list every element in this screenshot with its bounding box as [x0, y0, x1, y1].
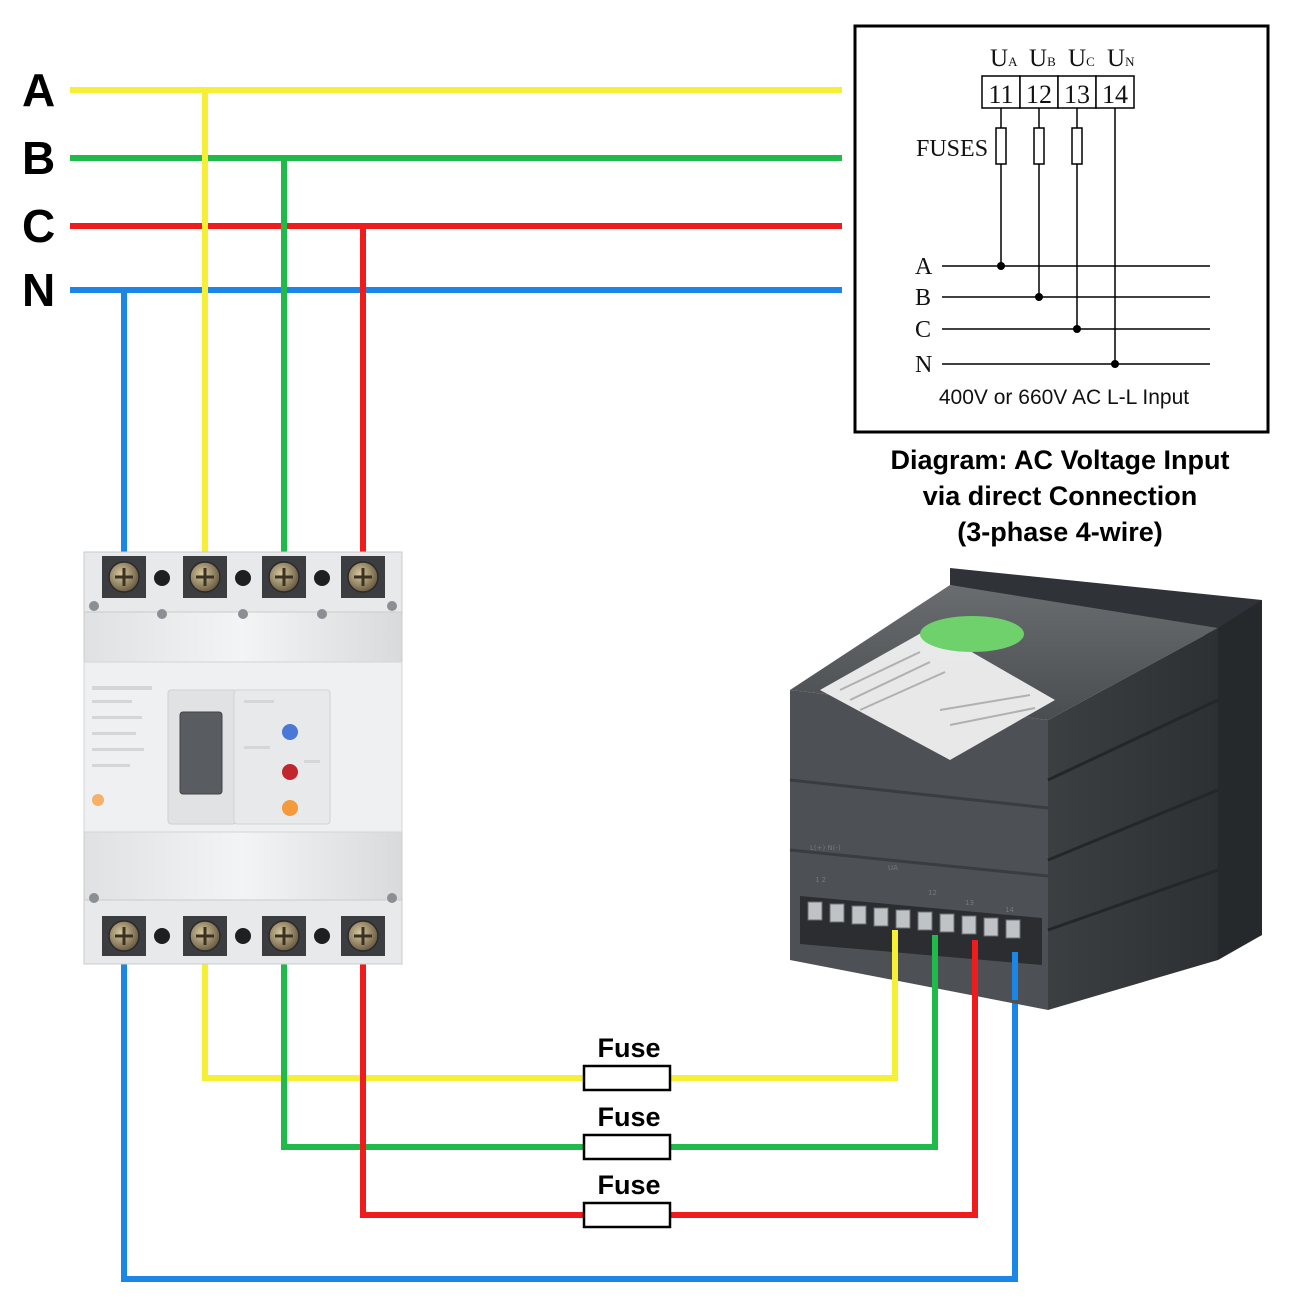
bus-label-b: B — [22, 132, 55, 184]
bus-label-a: A — [22, 64, 55, 116]
svg-text:L(+) N(-): L(+) N(-) — [810, 844, 841, 852]
top-terminal-b — [262, 556, 306, 598]
indicator-orange-left-icon — [92, 794, 104, 806]
fuse-label-a: Fuse — [597, 1033, 660, 1063]
mounting-screw-icon — [89, 893, 99, 903]
wires — [70, 87, 1018, 1282]
fuse-c: Fuse — [582, 1170, 672, 1229]
output-wire-a — [202, 935, 898, 1081]
schematic-fuse-b — [1033, 127, 1045, 165]
sticker-icon — [920, 616, 1024, 652]
bottom-terminal-c — [341, 916, 385, 956]
indicator-red-icon — [282, 764, 298, 780]
fuses-label: FUSES — [916, 136, 988, 162]
voltage-label-un: UN — [1107, 45, 1135, 72]
circuit-breaker — [83, 551, 403, 965]
schematic-label-c: C — [915, 317, 931, 343]
svg-text:14: 14 — [1005, 906, 1014, 914]
caption-line-3: (3-phase 4-wire) — [957, 517, 1163, 547]
voltage-label-uc: UC — [1068, 45, 1095, 72]
top-terminal-a — [183, 556, 227, 598]
schematic-label-n: N — [915, 352, 932, 378]
svg-text:1 2: 1 2 — [815, 876, 826, 884]
schematic-fuse-a — [995, 127, 1007, 165]
fuse-a: Fuse — [582, 1033, 672, 1092]
caption-line-1: Diagram: AC Voltage Input — [890, 445, 1229, 475]
terminal-13: 13 — [1064, 80, 1090, 109]
caption-line-2: via direct Connection — [923, 481, 1198, 511]
svg-text:12: 12 — [928, 889, 937, 897]
bottom-terminal-n — [102, 916, 146, 956]
schematic-label-b: B — [915, 285, 931, 311]
breaker-handle — [179, 711, 223, 795]
bottom-terminal-b — [262, 916, 306, 956]
svg-text:13: 13 — [965, 899, 974, 907]
mounting-screw-icon — [89, 601, 99, 611]
bus-label-n: N — [22, 264, 55, 316]
mounting-screw-icon — [387, 601, 397, 611]
test-button-icon — [282, 724, 298, 740]
svg-text:UA: UA — [888, 864, 898, 872]
bottom-terminal-a — [183, 916, 227, 956]
terminal-14: 14 — [1102, 80, 1128, 109]
top-terminal-c — [341, 556, 385, 598]
indicator-orange-icon — [282, 800, 298, 816]
schematic-label-a: A — [915, 254, 933, 280]
input-note: 400V or 660V AC L-L Input — [939, 386, 1189, 409]
junction-dot-icon — [1073, 325, 1081, 333]
junction-dot-icon — [997, 262, 1005, 270]
mounting-screw-icon — [387, 893, 397, 903]
schematic-fuse-c — [1071, 127, 1083, 165]
output-wire-n — [121, 950, 1018, 1282]
terminal-12: 12 — [1026, 80, 1052, 109]
power-meter: L(+) N(-) 1 2 UA 12 13 14 — [789, 568, 1262, 1010]
terminal-11: 11 — [988, 80, 1013, 109]
top-terminal-n — [102, 556, 146, 598]
fuse-b: Fuse — [582, 1102, 672, 1161]
fuse-label-c: Fuse — [597, 1170, 660, 1200]
junction-dot-icon — [1035, 293, 1043, 301]
junction-dot-icon — [1111, 360, 1119, 368]
schematic-diagram: UA UB UC UN 11 12 13 14 FUSES — [853, 24, 1270, 434]
bus-label-c: C — [22, 200, 55, 252]
voltage-label-ua: UA — [990, 45, 1018, 72]
fuse-label-b: Fuse — [597, 1102, 660, 1132]
voltage-label-ub: UB — [1029, 45, 1056, 72]
